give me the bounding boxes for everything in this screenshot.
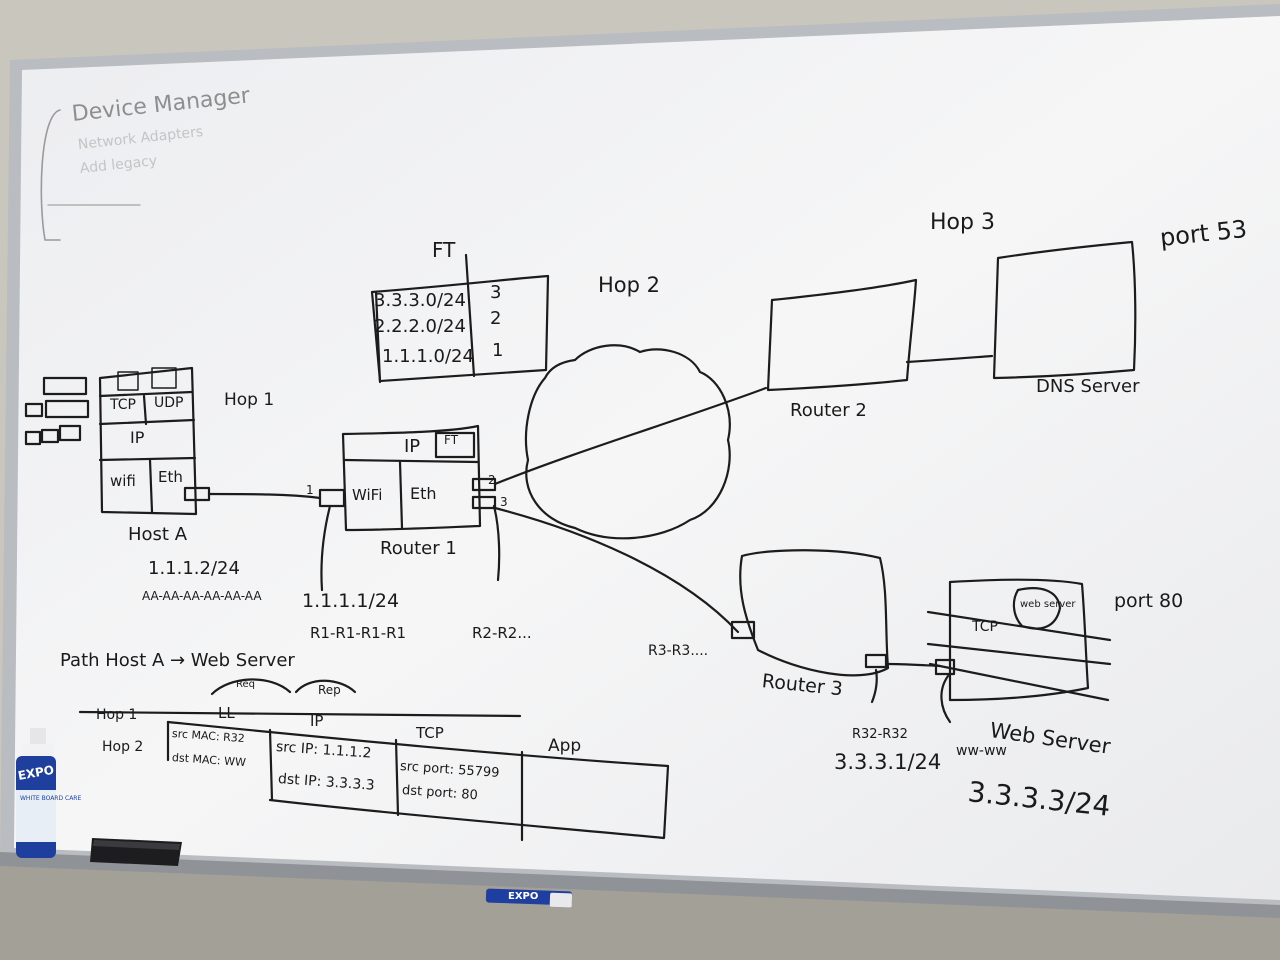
path-arc-rep: [294, 679, 357, 694]
path-col-ip: IP: [310, 712, 324, 730]
path-arc-req: [210, 678, 292, 696]
router3-ip-addr: 3.3.3.1/24: [834, 750, 942, 774]
spray-bottle: [16, 728, 56, 858]
host-a-udp: UDP: [154, 395, 184, 411]
path-hop1: Hop 1: [96, 707, 138, 723]
ft-table-box: [370, 274, 550, 383]
ft-row-3-port: 1: [492, 340, 504, 361]
host-a-ip-addr: 1.1.1.2/24: [148, 558, 240, 579]
marker-tray: [0, 852, 1280, 918]
path-req: Req: [236, 679, 255, 690]
router1-if2: 2: [488, 473, 496, 487]
faded-bracket: [40, 109, 61, 241]
ft-row-3-net: 1.1.1.0/24: [382, 346, 474, 367]
link-hosta-router1: [207, 492, 322, 500]
web-server-inner: web server: [1020, 599, 1076, 610]
router3-mac-right: R32-R32: [852, 727, 908, 742]
dns-server-name: DNS Server: [1036, 376, 1140, 397]
path-title: Path Host A → Web Server: [60, 650, 295, 671]
router2-box: [766, 278, 918, 392]
router1-wifi: WiFi: [352, 486, 383, 504]
bottle-sub: WHITE BOARD CARE: [20, 795, 82, 802]
router1-ft-label: FT: [444, 433, 459, 447]
ft-row-1-port: 3: [490, 282, 502, 303]
link-r2-dns: [905, 354, 994, 364]
web-server-mac: ww-ww: [956, 743, 1007, 759]
host-a-ip: IP: [130, 428, 145, 447]
host-a-wifi: wifi: [110, 472, 136, 490]
router1-ip-addr: 1.1.1.1/24: [302, 590, 400, 612]
path-table: [166, 720, 670, 840]
ft-label: FT: [432, 238, 456, 262]
dns-server-box: [992, 240, 1137, 380]
ft-row-2-net: 2.2.2.0/24: [374, 316, 466, 337]
link-r1-r2: [493, 386, 768, 486]
path-col-app: App: [548, 736, 582, 756]
host-a-mac: AA-AA-AA-AA-AA-AA: [142, 589, 262, 603]
hop-3-label: Hop 3: [930, 210, 995, 235]
router1-eth: Eth: [410, 484, 437, 503]
ft-row-1-net: 3.3.3.0/24: [374, 290, 466, 311]
path-hop2: Hop 2: [102, 739, 144, 755]
router1-ip-label: IP: [404, 436, 421, 457]
marker: [485, 888, 573, 908]
router1-box: [341, 424, 482, 532]
path-col-tcp: TCP: [416, 724, 444, 742]
hop-2-label: Hop 2: [598, 273, 661, 297]
router1-name: Router 1: [380, 538, 457, 559]
router1-mac: R1-R1-R1-R1: [310, 624, 407, 642]
eraser: [90, 838, 182, 866]
path-col-ll: LL: [218, 704, 235, 722]
router3-box: [739, 549, 890, 677]
internet-cloud: [524, 344, 731, 540]
host-a-tcp: TCP: [110, 397, 136, 413]
host-a-eth: Eth: [158, 468, 183, 486]
router1-mac2: R2-R2...: [472, 624, 532, 642]
host-a-box: [98, 366, 198, 516]
web-server-box: [948, 578, 1090, 702]
web-server-tcp: TCP: [972, 619, 998, 635]
router1-if1: 1: [306, 483, 314, 497]
board-surface: [14, 16, 1280, 900]
wall-bottom: [0, 860, 1280, 960]
hop-1-label: Hop 1: [224, 390, 275, 410]
ft-row-2-port: 2: [490, 308, 502, 329]
router3-mac-left: R3-R3....: [648, 643, 709, 659]
host-a-name: Host A: [128, 524, 188, 545]
path-rep: Rep: [318, 683, 341, 697]
marker-brand: EXPO: [508, 891, 539, 902]
link-r1-r3: [493, 506, 740, 634]
router2-name: Router 2: [790, 400, 867, 421]
port-80-label: port 80: [1114, 590, 1184, 612]
router1-if3: 3: [500, 495, 508, 509]
